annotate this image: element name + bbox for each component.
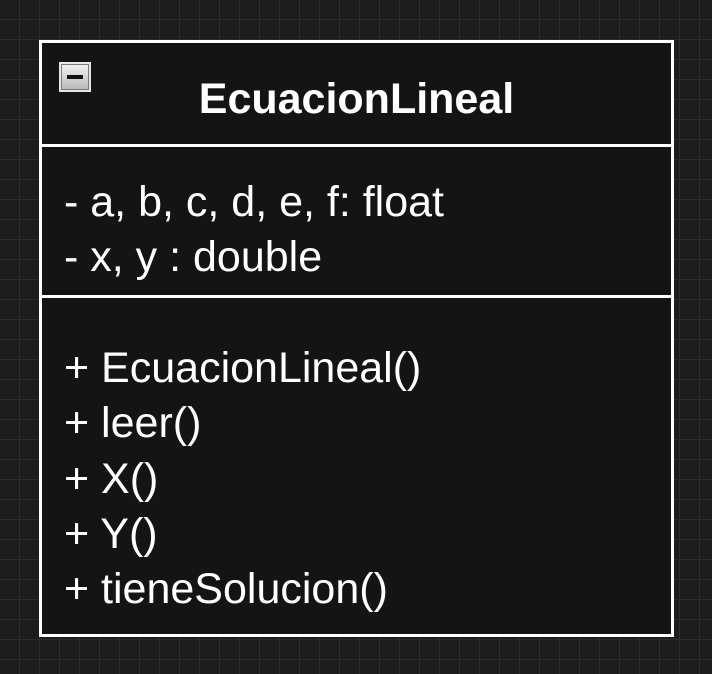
method-line: + leer() — [64, 399, 202, 447]
method-line: + X() — [64, 455, 159, 503]
attribute-line: - x, y : double — [64, 233, 323, 281]
attribute-line: - a, b, c, d, e, f: float — [64, 178, 445, 226]
class-name: EcuacionLineal — [198, 75, 515, 123]
class-header: EcuacionLineal — [42, 43, 671, 147]
minus-square-icon — [67, 75, 83, 79]
method-line: + Y() — [64, 510, 158, 558]
method-line: + EcuacionLineal() — [64, 344, 422, 392]
collapse-button[interactable] — [59, 62, 91, 92]
uml-class-box[interactable]: EcuacionLineal - a, b, c, d, e, f: float… — [39, 40, 674, 637]
attributes-compartment: - a, b, c, d, e, f: float - x, y : doubl… — [42, 147, 671, 298]
method-line: + tieneSolucion() — [64, 565, 388, 613]
methods-compartment: + EcuacionLineal() + leer() + X() + Y() … — [42, 298, 671, 634]
